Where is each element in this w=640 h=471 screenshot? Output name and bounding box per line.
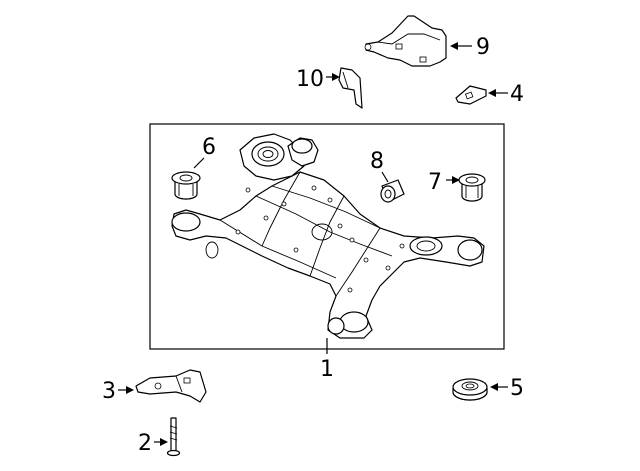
callout-4: 4 [488,82,524,107]
callout-6-label: 6 [202,135,216,160]
callout-2-label: 2 [138,431,152,456]
callout-5-label: 5 [510,376,524,401]
callout-7-label: 7 [428,170,442,195]
callout-10: 10 [296,67,340,92]
callout-1: 1 [320,338,334,382]
part-5-washer [452,378,488,401]
part-7-bushing [458,173,486,202]
part-10-shield [338,67,363,109]
callout-8-label: 8 [370,149,384,174]
part-2-bolt [166,417,181,457]
callout-8: 8 [370,149,389,183]
part-6-bushing [171,171,201,200]
callout-2: 2 [138,431,168,456]
part-9-bracket [364,15,447,67]
part-4-plate [455,85,487,105]
callout-10-label: 10 [296,67,324,92]
callout-9: 9 [450,35,490,60]
callout-3-label: 3 [102,379,116,404]
callout-9-label: 9 [476,35,490,60]
callout-4-label: 4 [510,82,524,107]
callout-1-label: 1 [320,357,334,382]
part-1-subframe [171,133,485,339]
part-8-bushing [380,179,405,203]
callout-3: 3 [102,379,134,404]
callout-5: 5 [490,376,524,401]
callout-6: 6 [193,135,216,169]
callout-7: 7 [428,170,460,195]
part-3-bracket [135,369,207,403]
